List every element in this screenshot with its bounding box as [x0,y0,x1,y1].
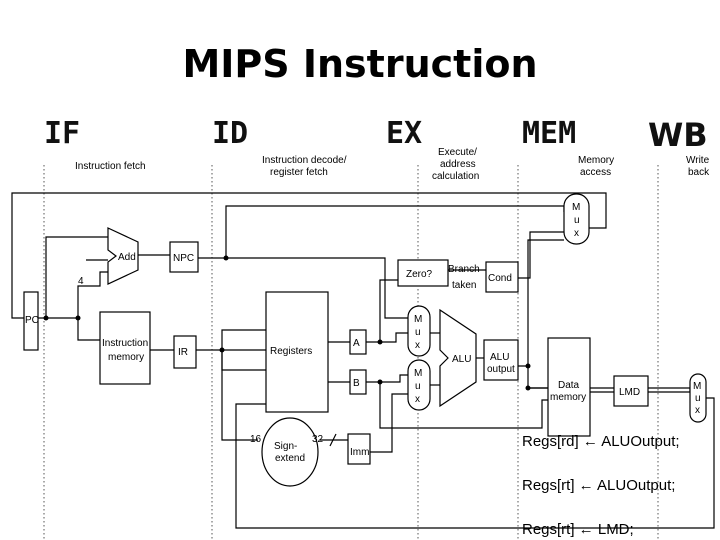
alu-label: ALU [452,354,471,365]
ir-label: IR [178,347,188,358]
stage-label-wb: WB [648,116,708,154]
pc-mux-u: u [574,215,580,226]
writeback-op-3: Regs[rt] ← LMD; [522,521,634,538]
add-label: Add [118,252,136,263]
mux-a-m: M [414,314,422,325]
caption-ex-1: Execute/ [438,147,477,158]
imm-label: Imm [350,447,369,458]
sign-extend-label-2: extend [275,453,305,464]
cond-register [485,261,519,293]
caption-wb-1: Write [686,155,710,166]
npc-register [169,241,199,273]
pc-label: PC [25,315,39,326]
caption-mem-2: access [580,167,611,178]
imm-register [347,433,371,465]
lmd-label: LMD [619,387,640,398]
caption-if: Instruction fetch [75,161,146,172]
instruction-memory-block [99,311,151,385]
cond-label: Cond [488,273,512,284]
wire-junctions [43,255,531,391]
stage-separators [43,165,659,540]
b-register [349,369,367,395]
instruction-memory-label-2: memory [108,352,144,363]
wb-mux-m: M [693,381,701,392]
writeback-op-2: Regs[rt] ← ALUOutput; [522,477,675,494]
mux-b-x: x [415,394,420,405]
four-label: 4 [78,276,84,287]
ir-register [173,335,197,369]
sign-extend-label-1: Sign- [274,441,297,452]
caption-mem-1: Memory [578,155,614,166]
b-label: B [353,378,360,389]
alu-input-b-mux [407,359,431,411]
stage-label-if: IF [44,116,81,151]
writeback-mux [689,373,707,423]
alu-block [439,308,477,408]
caption-wb-2: back [688,167,710,178]
mux-b-u: u [415,381,421,392]
datapath-wires [11,192,715,529]
stage-label-ex: EX [386,116,423,151]
alu-output-label-2: output [487,364,515,375]
adder-block [107,227,139,285]
zero-test-label: Zero? [406,269,433,280]
wb-mux-x: x [695,405,700,416]
a-register [349,329,367,355]
register-file-block [265,291,329,413]
branch-label-2: taken [452,280,476,291]
pc-mux [563,193,590,245]
mux-a-x: x [415,340,420,351]
data-memory-block [547,337,591,437]
mux-letters: M u x M u x M u x M u x [414,202,701,416]
mux-b-m: M [414,368,422,379]
pc-mux-m: M [572,202,580,213]
writeback-op-1: Regs[rd] ← ALUOutput; [522,433,680,450]
width-16-label: 16 [250,434,262,445]
registers-label: Registers [270,346,312,357]
caption-id-1: Instruction decode/ [262,155,347,166]
slide-title: MIPS Instruction [182,42,538,86]
wb-mux-u: u [695,393,701,404]
data-memory-label-1: Data [558,380,580,391]
zero-test-block [397,259,449,287]
instruction-memory-label-1: Instruction [102,338,148,349]
sign-extend-block [261,417,319,487]
caption-ex-3: calculation [432,171,479,182]
pc-mux-x: x [574,228,579,239]
alu-output-label-1: ALU [490,352,509,363]
alu-output-register [483,339,519,381]
caption-ex-2: address [440,159,476,170]
mux-a-u: u [415,327,421,338]
npc-label: NPC [173,253,194,264]
alu-input-a-mux [407,305,431,357]
caption-id-2: register fetch [270,167,328,178]
stage-label-id: ID [212,116,249,151]
a-label: A [353,338,360,349]
stage-label-mem: MEM [522,116,577,151]
data-memory-label-2: memory [550,392,586,403]
pc-register [23,291,39,351]
width-32-label: 32 [312,434,324,445]
branch-label-1: Branch [448,264,480,275]
lmd-register [613,375,649,407]
